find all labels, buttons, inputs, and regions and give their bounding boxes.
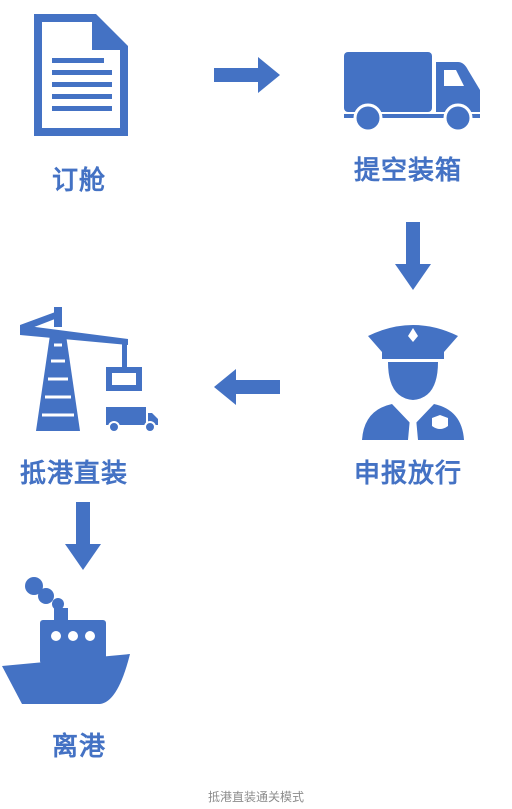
step-label-empty-container-packing: 提空装箱	[354, 156, 463, 186]
customs-officer-icon	[362, 325, 464, 440]
port-crane-icon	[20, 307, 158, 433]
arrow-right-icon	[214, 57, 280, 93]
arrow-left-icon	[214, 369, 280, 405]
step-label-arrival-direct-loading: 抵港直装	[20, 459, 129, 489]
truck-icon	[344, 52, 480, 133]
step-label-booking: 订舱	[52, 166, 107, 196]
step-label-declaration-release: 申报放行	[354, 459, 463, 489]
document-icon	[34, 14, 128, 136]
arrow-down-icon	[395, 222, 431, 290]
ship-icon	[2, 577, 130, 704]
arrow-down-icon	[65, 502, 101, 570]
figure-caption: 抵港直装通关模式	[207, 790, 304, 804]
step-label-departure: 离港	[52, 732, 107, 762]
